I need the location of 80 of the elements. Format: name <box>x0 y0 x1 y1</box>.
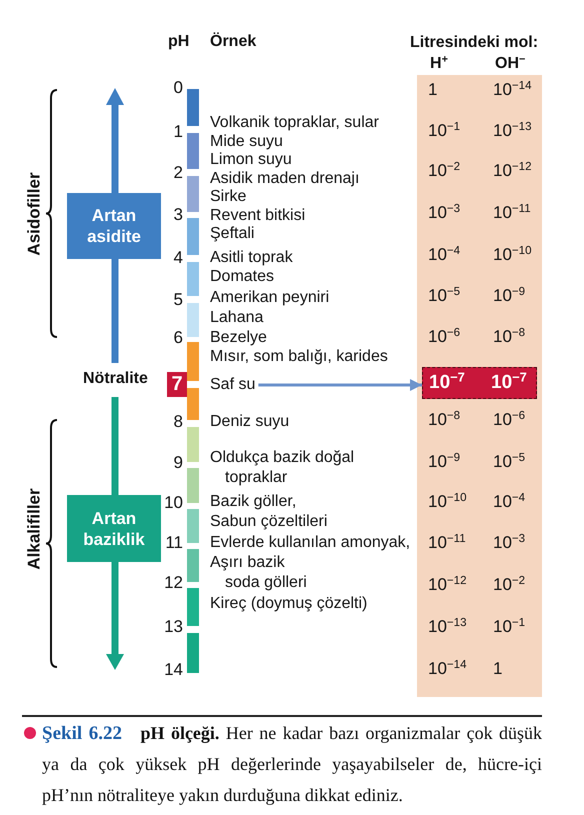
ph-number: 11 <box>165 534 183 552</box>
ph-number: 6 <box>174 329 183 347</box>
ph-number: 13 <box>164 618 183 636</box>
hydroxide-ion-value: 10$^{−7}$ <box>491 373 527 393</box>
hydroxide-ion-value: 10$^{−14}$ <box>493 80 532 100</box>
column-header: OH$^{−}$ <box>495 55 526 73</box>
example-text: Revent bitkisi <box>210 207 306 225</box>
group-label: Asidofiller <box>25 172 44 256</box>
example-text: Aşırı bazik soda gölleri <box>210 553 308 593</box>
example-text: Asitli toprak <box>210 249 293 267</box>
example-text: Bazik göller, <box>210 493 296 511</box>
column-header: Litresindeki mol: <box>410 34 538 52</box>
example-text: Volkanik topraklar, sular <box>210 114 379 132</box>
hydrogen-ion-value: 1 <box>428 80 438 100</box>
ph-number: 2 <box>174 164 183 182</box>
hydrogen-ion-value: 10$^{−13}$ <box>428 617 467 637</box>
ph-number: 1 <box>174 123 183 141</box>
ph-number: 3 <box>174 206 183 224</box>
hydroxide-ion-value: 10$^{−10}$ <box>493 245 532 265</box>
ph-number: 5 <box>174 291 183 309</box>
example-text: Deniz suyu <box>210 413 290 431</box>
example-text: Domates <box>210 268 274 286</box>
hydroxide-ion-value: 10$^{−11}$ <box>493 203 531 223</box>
example-text: Amerikan peyniri <box>210 289 330 307</box>
ph-number: 10 <box>164 494 183 512</box>
hydroxide-ion-value: 10$^{−1}$ <box>493 617 526 637</box>
highlighted-row <box>422 367 537 399</box>
example-text: Mide suyu <box>210 133 283 151</box>
hydroxide-ion-value: 10$^{−12}$ <box>493 161 532 181</box>
example-text: Oldukça bazik doğal topraklar <box>210 448 356 488</box>
hydrogen-ion-value: 10$^{−1}$ <box>428 121 460 141</box>
hydroxide-ion-value: 10$^{−9}$ <box>493 286 526 306</box>
example-text: Bezelye <box>210 329 267 347</box>
example-text: Evlerde kullanılan amonyak, <box>210 534 410 552</box>
ph-number: 0 <box>174 79 183 97</box>
hydrogen-ion-value: 10$^{−6}$ <box>428 327 460 347</box>
group-label: Alkalifiller <box>25 488 44 570</box>
example-text: Limon suyu <box>210 151 292 169</box>
arrow <box>258 379 422 391</box>
trend-label-box: Artan baziklik <box>67 495 161 562</box>
column-header: H$^{+}$ <box>430 55 448 73</box>
hydrogen-ion-value: 10$^{−8}$ <box>428 410 460 430</box>
ph-number: 4 <box>174 249 183 267</box>
column-header: pH <box>168 33 190 51</box>
hydrogen-ion-value: 10$^{−2}$ <box>428 161 460 181</box>
example-text: Mısır, som balığı, karides <box>210 348 388 366</box>
example-text: Şeftali <box>210 225 254 243</box>
neutral-label: Nötralite <box>83 370 148 388</box>
hydroxide-ion-value: 10$^{−8}$ <box>493 327 526 347</box>
example-text: Sirke <box>210 188 246 206</box>
hydrogen-ion-value: 10$^{−10}$ <box>428 492 467 512</box>
hydroxide-ion-value: 10$^{−5}$ <box>493 452 526 472</box>
neutral-ph-box: 7 <box>167 372 187 397</box>
example-text: Asidik maden drenajı <box>210 170 360 188</box>
example-text: Saf su <box>210 376 256 394</box>
ph-number: 14 <box>164 661 183 679</box>
figure-caption: Şekil 6.22 pH ölçeği. Her ne kadar bazı organizmalar çok düşük ya da çok yüksek pH değerlerinde yaşayabilseler de, hücre-içi pH’nın nötraliteye yakın durduğuna dikkat ediniz. <box>42 722 542 807</box>
hydrogen-ion-value: 10$^{−14}$ <box>428 659 467 679</box>
hydroxide-ion-value: 10$^{−4}$ <box>493 492 526 512</box>
example-text: Sabun çözeltileri <box>210 513 328 531</box>
ph-number: 12 <box>164 574 183 592</box>
hydroxide-ion-value: 10$^{−2}$ <box>493 575 526 595</box>
column-header: Örnek <box>210 33 256 51</box>
hydroxide-ion-value: 10$^{−3}$ <box>493 533 526 553</box>
hydrogen-ion-value: 10$^{−9}$ <box>428 452 460 472</box>
concentration-band <box>417 75 542 697</box>
hydrogen-ion-value: 10$^{−4}$ <box>428 245 460 265</box>
hydroxide-ion-value: 1 <box>493 659 502 679</box>
trend-label-box: Artan asidite <box>67 193 161 259</box>
hydrogen-ion-value: 10$^{−7}$ <box>429 373 465 393</box>
hydrogen-ion-value: 10$^{−12}$ <box>428 575 467 595</box>
example-text: Kireç (doymuş çözelti) <box>210 595 368 613</box>
ph-number: 8 <box>174 413 183 431</box>
hydroxide-ion-value: 10$^{−6}$ <box>493 410 526 430</box>
hydrogen-ion-value: 10$^{−11}$ <box>428 533 466 553</box>
hydroxide-ion-value: 10$^{−13}$ <box>493 121 532 141</box>
hydrogen-ion-value: 10$^{−3}$ <box>428 203 460 223</box>
hydrogen-ion-value: 10$^{−5}$ <box>428 286 460 306</box>
example-text: Lahana <box>210 309 264 327</box>
ph-number: 9 <box>174 454 183 472</box>
